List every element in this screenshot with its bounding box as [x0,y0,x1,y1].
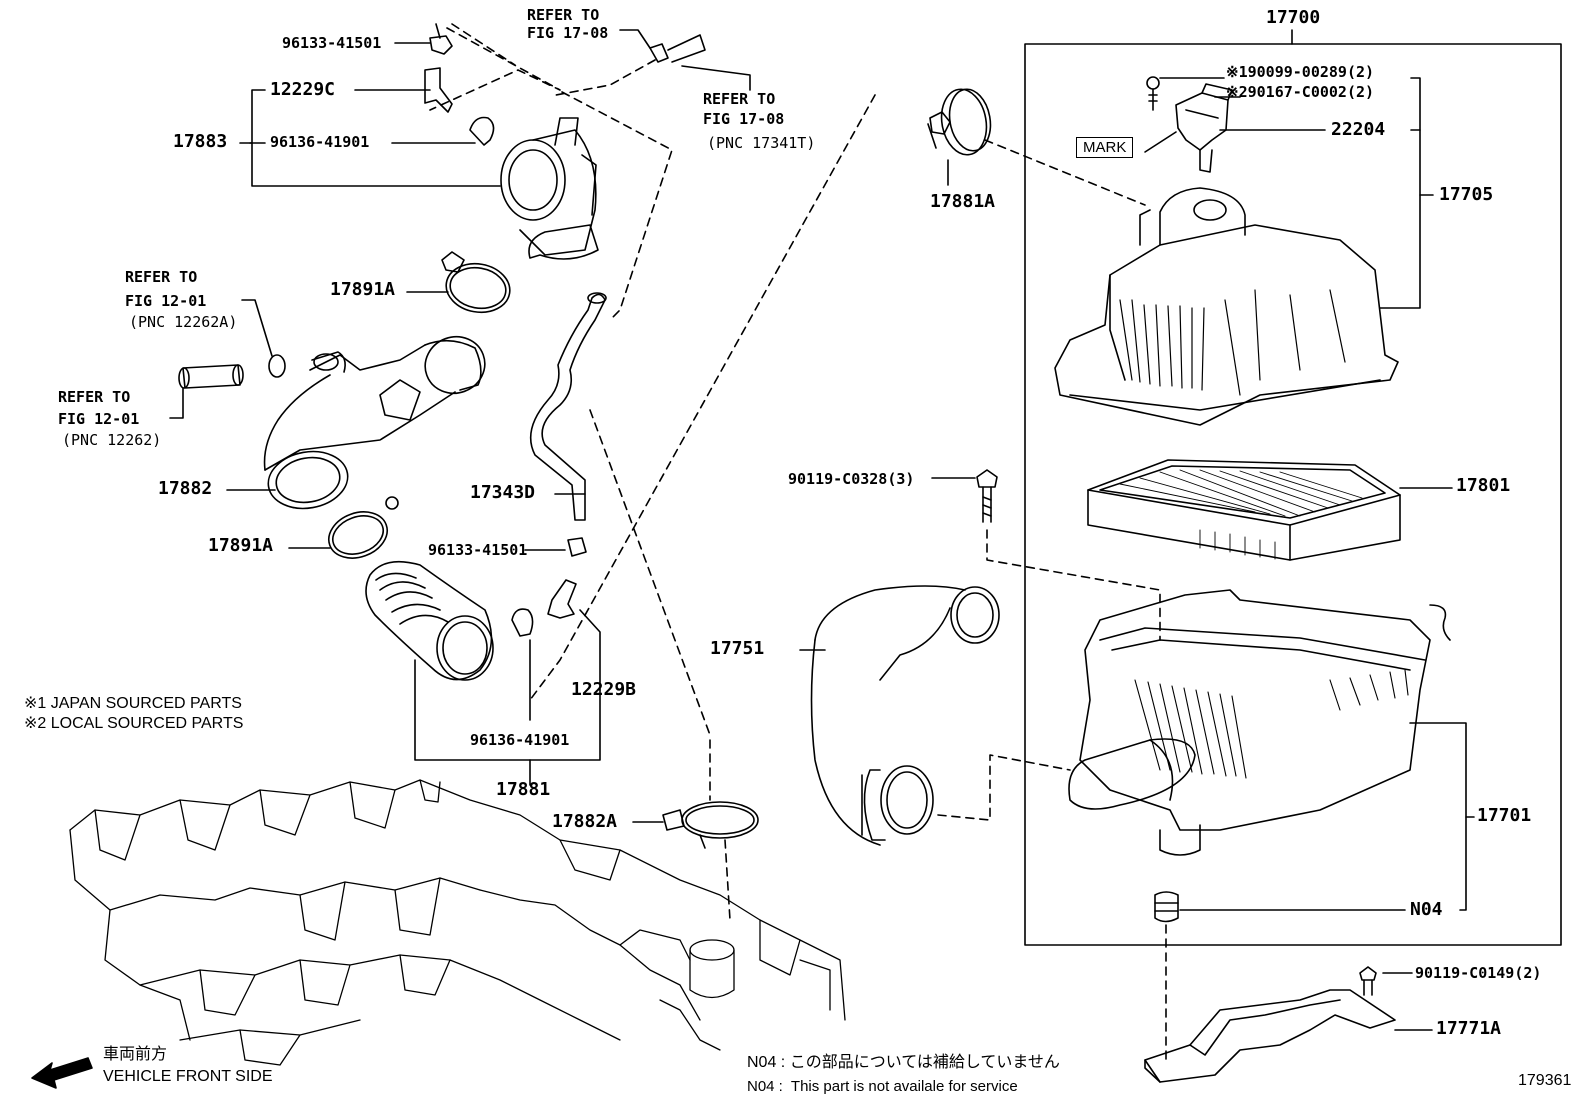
pipe-12262 [178,364,244,389]
label-96133-41501-top: 96133-41501 [282,34,382,52]
air-filter-element-17801 [1087,459,1401,561]
figure-number: 179361 [1518,1072,1572,1089]
front-label-jp: 車両前方 [103,1046,168,1063]
bolt-90119-C0149 [1359,966,1377,996]
refer-2-line3: (PNC 17341T) [707,134,816,152]
union-12229B [547,579,577,619]
note-local-sourced: ※2 LOCAL SOURCED PARTS [24,715,244,732]
grommet-N04 [1154,891,1179,923]
hose-17343D [529,292,607,521]
label-17343D: 17343D [470,482,536,503]
label-17891A-top: 17891A [330,279,396,300]
label-17881: 17881 [496,779,551,800]
front-label-en: VEHICLE FRONT SIDE [103,1068,273,1085]
air-cleaner-case-17701 [1068,589,1451,856]
vehicle-front-arrow [31,1057,93,1089]
refer-2-line2: FIG 17-08 [703,110,785,128]
label-17801: 17801 [1456,475,1511,496]
bolt-90119-C0328 [976,469,998,523]
label-90119-C0328: 90119-C0328(3) [788,470,915,488]
engine-block-outline [69,779,846,1066]
label-17882: 17882 [158,478,213,499]
assembly-frame-17700 [1024,43,1562,946]
label-17705: 17705 [1439,184,1494,205]
label-12229C: 12229C [270,79,336,100]
refer-4-line3: (PNC 12262) [62,431,162,449]
label-12229B: 12229B [571,679,637,700]
label-17700: 17700 [1266,7,1321,28]
screw-190099 [1146,76,1160,111]
union-12229C [424,67,453,113]
clip-96133-41501-mid [567,537,587,557]
clamp-96136-41901-top [469,116,495,146]
inlet-hose-17751 [810,585,1000,846]
note-n04-jp: N04 : この部品については補給していません [747,1054,1060,1071]
label-96136-41901-top: 96136-41901 [270,133,370,151]
label-17883: 17883 [173,131,228,152]
intake-fitting-top [500,117,599,260]
airflow-sensor-22204 [1175,83,1233,173]
clip-96133-41501-top [429,23,453,55]
refer-2-line1: REFER TO [703,90,776,108]
label-17701: 17701 [1477,805,1532,826]
note-n04-en: N04 : This part is not availale for serv… [747,1078,1018,1095]
refer-3-line3: (PNC 12262A) [129,313,238,331]
label-290167-C0002: ※290167-C0002(2) [1226,83,1375,101]
refer-1-line1: REFER TO [527,6,600,24]
label-17891A-bottom: 17891A [208,535,274,556]
air-hose-17881 [365,560,494,681]
label-22204: 22204 [1331,119,1386,140]
label-N04: N04 [1410,899,1443,920]
clamp-17891A-top [441,251,511,314]
clamp-17891A-bottom [328,496,399,559]
clamp-17881A [927,88,992,156]
clamp-96136-41901-bottom [511,608,534,637]
air-cleaner-cap-17705 [1054,187,1399,426]
refer-3-line1: REFER TO [125,268,198,286]
label-17751: 17751 [710,638,765,659]
clamp-17882A [662,801,759,849]
refer-3-line2: FIG 12-01 [125,292,207,310]
hose-12262A [268,354,286,378]
refer-4-line1: REFER TO [58,388,131,406]
label-17881A: 17881A [930,191,996,212]
label-90119-C0149: 90119-C0149(2) [1415,964,1542,982]
hose-fitting-17341T [649,34,706,63]
label-17882A: 17882A [552,811,618,832]
label-96133-41501-mid: 96133-41501 [428,541,528,559]
label-17771A: 17771A [1436,1018,1502,1039]
refer-1-line2: FIG 17-08 [527,24,609,42]
intake-pipe-17882 [263,335,486,510]
refer-4-line2: FIG 12-01 [58,410,140,428]
note-japan-sourced: ※1 JAPAN SOURCED PARTS [24,695,242,712]
label-96136-41901-bottom: 96136-41901 [470,731,570,749]
bracket-17771A [1144,989,1396,1083]
mark-label: MARK [1076,137,1134,158]
label-190099-00289: ※190099-00289(2) [1226,63,1375,81]
